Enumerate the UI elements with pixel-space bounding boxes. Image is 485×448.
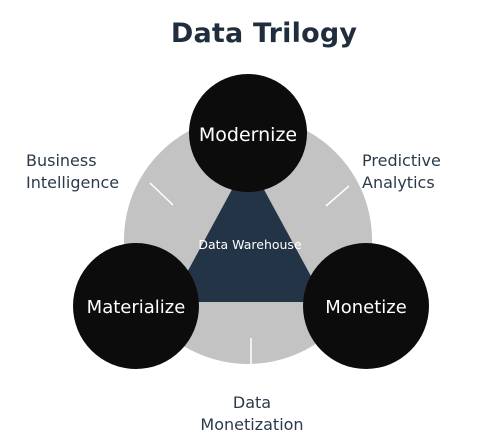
materialize-label: Materialize: [87, 297, 186, 318]
label-predictive-analytics: Predictive Analytics: [362, 150, 441, 194]
center-label: Data Warehouse: [198, 237, 302, 252]
connector-predictive-analytics: [325, 185, 350, 207]
connector-business-intelligence: [149, 182, 174, 206]
data-warehouse-triangle: [171, 160, 325, 302]
diagram-title: Data Trilogy: [170, 18, 358, 49]
modernize-label: Modernize: [199, 124, 297, 146]
predictive-analytics-line-1: Predictive: [362, 151, 441, 170]
monetize-node: [303, 243, 429, 369]
data-monetization-line-1: Data: [232, 393, 272, 412]
label-data-monetization: Data Monetization: [193, 392, 311, 436]
label-business-intelligence: Business Intelligence: [26, 150, 119, 194]
business-intelligence-line-2: Intelligence: [26, 173, 120, 192]
monetize-label: Monetize: [325, 297, 407, 318]
modernize-node: [189, 74, 307, 192]
materialize-node: [73, 243, 199, 369]
predictive-analytics-line-2: Analytics: [362, 173, 435, 192]
data-monetization-line-2: Monetization: [200, 415, 304, 434]
business-intelligence-line-1: Business: [26, 151, 97, 170]
